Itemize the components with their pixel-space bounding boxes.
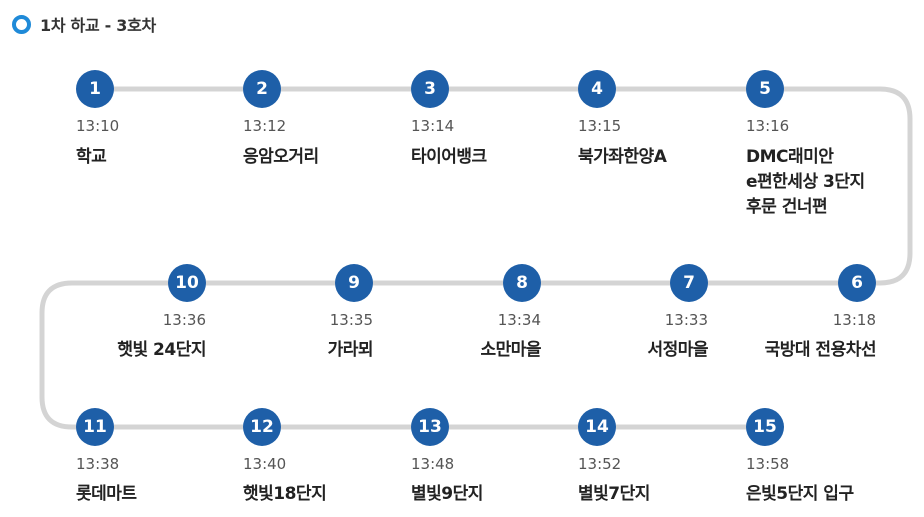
stop-name: 가라뫼 — [327, 340, 374, 360]
stop-number-badge: 15 — [746, 408, 784, 446]
stop-time: 13:34 — [497, 311, 541, 329]
stop-time: 13:18 — [832, 311, 876, 329]
stop-number-badge: 13 — [411, 408, 449, 446]
stop-time: 13:10 — [76, 117, 120, 135]
route-path — [39, 86, 913, 430]
stop-number-badge: 10 — [168, 264, 206, 302]
stop-time: 13:12 — [243, 117, 287, 135]
stop-number-badge: 12 — [243, 408, 281, 446]
stop-name: 별빛7단지 — [578, 484, 650, 504]
stop-name: 국방대 전용차선 — [764, 340, 877, 360]
stop-name: 롯데마트 — [76, 484, 137, 504]
stop-name: 햇빛18단지 — [243, 484, 327, 504]
stop-time: 13:33 — [664, 311, 708, 329]
stop-name: 은빛5단지 입구 — [746, 484, 854, 504]
stop-number-badge: 8 — [503, 264, 541, 302]
stop-number-badge: 1 — [76, 70, 114, 108]
stop-time: 13:14 — [411, 117, 455, 135]
stop-name: 응암오거리 — [243, 147, 319, 167]
stop-number-badge: 7 — [670, 264, 708, 302]
circle-ring-icon — [12, 14, 31, 34]
stop-number-badge: 5 — [746, 70, 784, 108]
stop-name: 북가좌한양A — [578, 147, 667, 167]
stop-number-badge: 4 — [578, 70, 616, 108]
stop-number-badge: 14 — [578, 408, 616, 446]
stop-time: 13:15 — [578, 117, 622, 135]
stop-name: 햇빛 24단지 — [117, 340, 206, 360]
stop-time: 13:58 — [746, 455, 790, 473]
route-header: 1차 하교 - 3호차 — [12, 12, 156, 36]
stop-time: 13:40 — [243, 455, 287, 473]
stop-time: 13:16 — [746, 117, 790, 135]
route-title: 1차 하교 - 3호차 — [40, 16, 156, 35]
stop-name: 소만마을 — [480, 340, 541, 360]
stop-name: 타이어뱅크 — [411, 147, 487, 167]
stop-time: 13:36 — [162, 311, 206, 329]
stop-time: 13:48 — [411, 455, 455, 473]
stop-number-badge: 2 — [243, 70, 281, 108]
stop-name: 별빛9단지 — [411, 484, 483, 504]
stop-time: 13:35 — [329, 311, 373, 329]
stop-number-badge: 11 — [76, 408, 114, 446]
stop-number-badge: 6 — [838, 264, 876, 302]
stop-name: 서정마을 — [647, 340, 708, 360]
stop-number-badge: 9 — [335, 264, 373, 302]
stop-time: 13:52 — [578, 455, 622, 473]
stop-name: 학교 — [76, 147, 107, 167]
stop-time: 13:38 — [76, 455, 120, 473]
stop-number-badge: 3 — [411, 70, 449, 108]
